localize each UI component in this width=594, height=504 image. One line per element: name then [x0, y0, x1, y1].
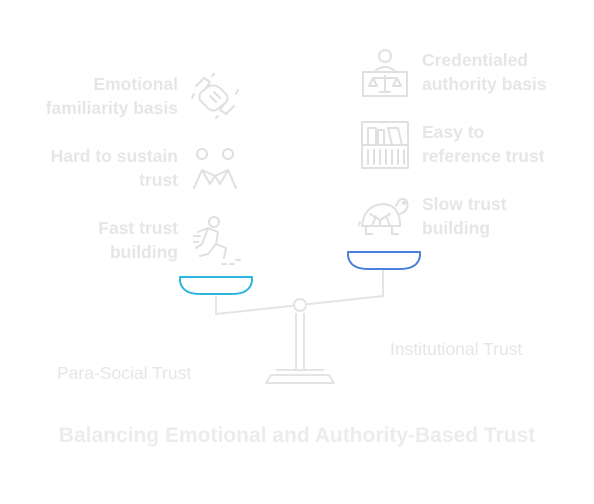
left-item-emotional-familiarity: Emotional familiarity basis	[45, 74, 178, 118]
bookshelf-icon	[360, 120, 410, 170]
scale-base	[265, 374, 335, 384]
handshake-icon	[190, 72, 240, 120]
left-side-title: Para-Social Trust	[57, 363, 192, 383]
left-pan	[179, 276, 253, 295]
diagram-title: Balancing Emotional and Authority-Based …	[58, 424, 536, 447]
judge-scales-icon	[360, 48, 410, 98]
people-holding-hands-icon	[190, 146, 240, 190]
left-item-fast-trust: Fast trust building	[98, 218, 178, 262]
right-item-easy-to-reference: Easy to reference trust	[422, 122, 545, 166]
right-item-credentialed-authority: Credentialed authority basis	[422, 50, 547, 94]
left-item-hard-to-sustain: Hard to sustain trust	[50, 146, 178, 190]
scale-pivot	[293, 298, 307, 312]
right-pan	[347, 251, 421, 270]
turtle-icon	[358, 192, 410, 240]
right-side-title: Institutional Trust	[390, 339, 523, 359]
right-item-slow-trust: Slow trust building	[422, 194, 507, 238]
running-person-icon	[192, 214, 242, 266]
